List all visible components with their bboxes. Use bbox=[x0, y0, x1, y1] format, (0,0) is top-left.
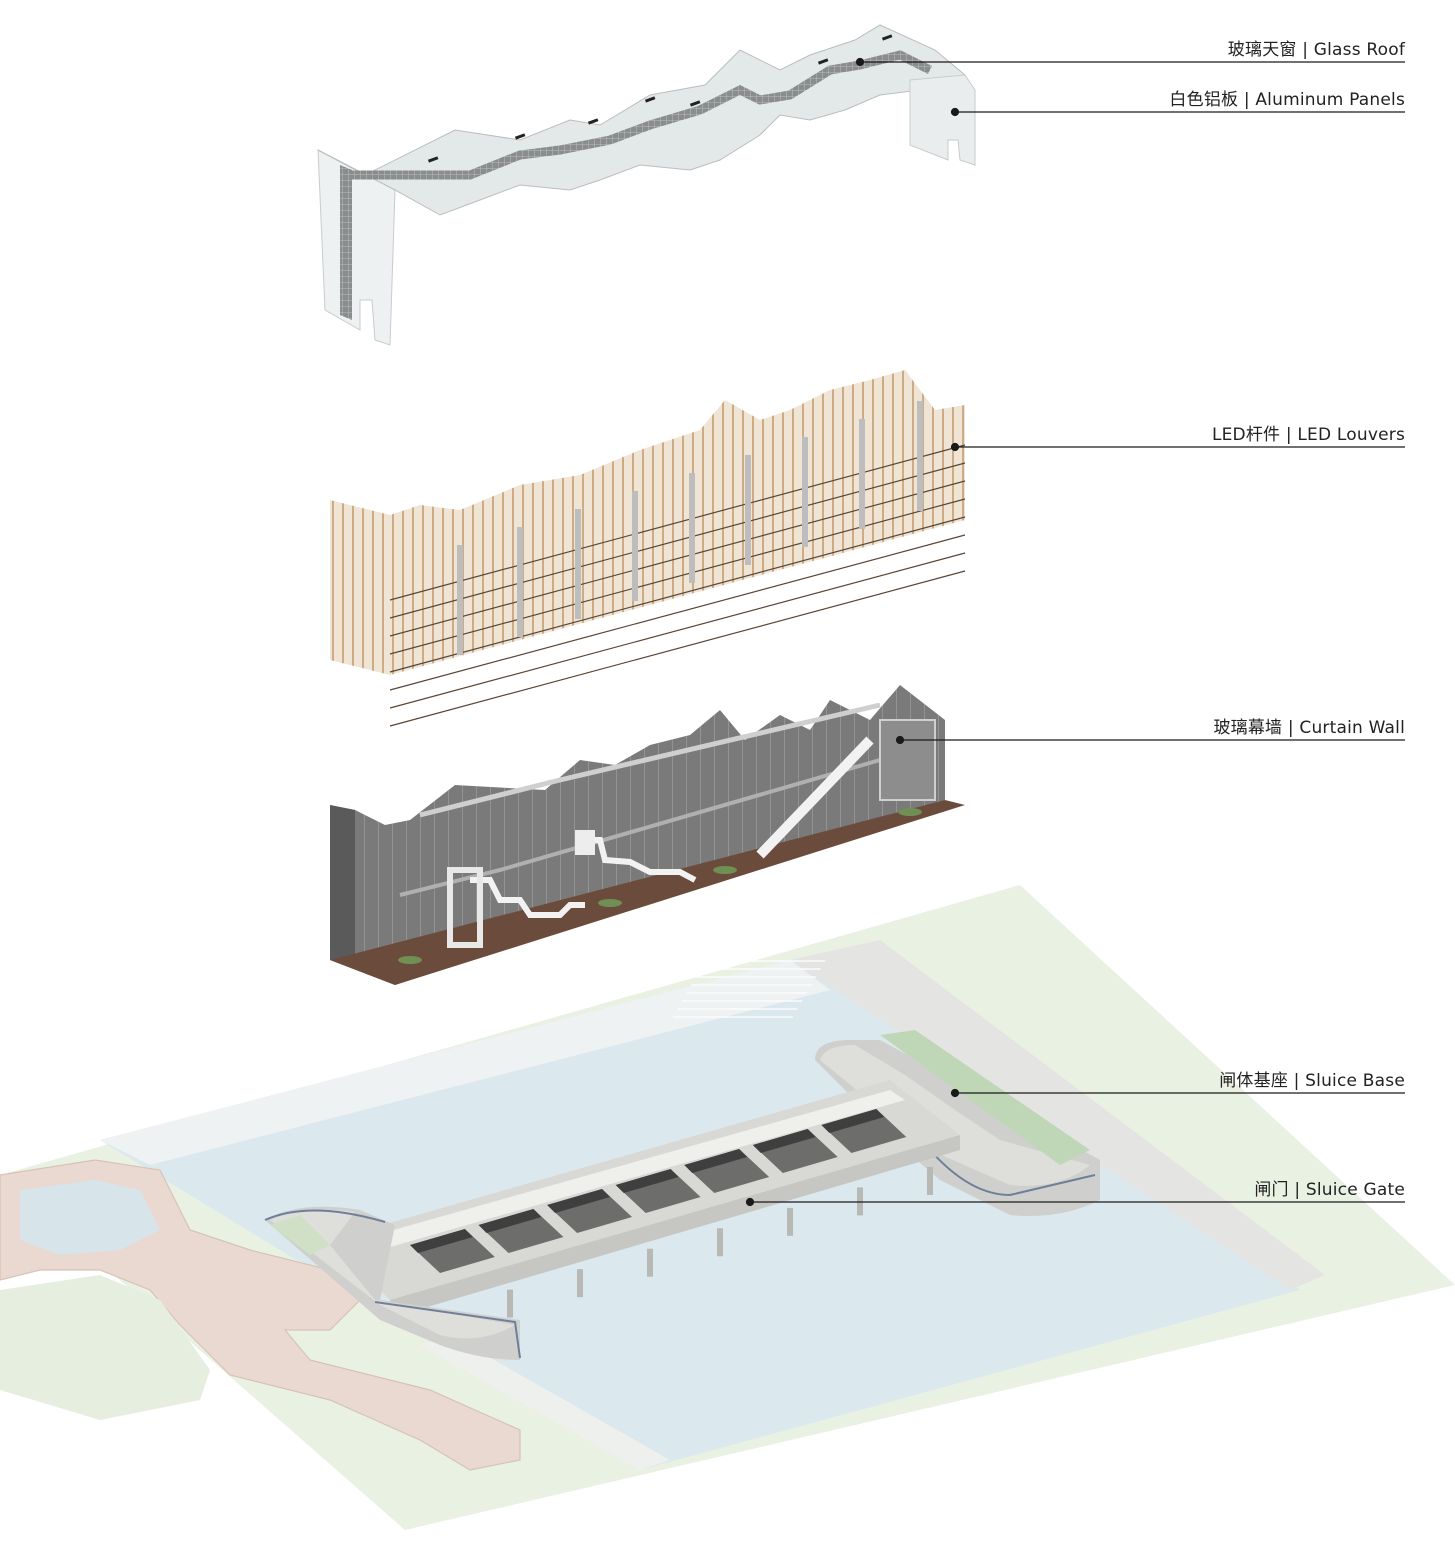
curtain-wall-base bbox=[330, 800, 965, 985]
left-lagoon bbox=[20, 1180, 160, 1255]
curtain-wall-layer bbox=[330, 685, 965, 985]
mezzanine-slab bbox=[399, 758, 881, 897]
louver-post bbox=[802, 437, 808, 547]
leader-lines bbox=[745, 57, 1405, 1207]
gate-cells bbox=[410, 1109, 907, 1273]
louver-post bbox=[689, 473, 695, 583]
curtain-wall-body bbox=[330, 685, 945, 985]
bank-hatch bbox=[671, 960, 826, 1020]
left-abutment-top bbox=[270, 1209, 515, 1339]
louver-rails bbox=[389, 444, 966, 727]
label-curtain-wall: 玻璃幕墙 | Curtain Wall bbox=[1213, 718, 1405, 738]
right-core bbox=[879, 719, 936, 801]
louver-post bbox=[745, 455, 751, 565]
stair-middle bbox=[580, 837, 697, 883]
left-green-edge bbox=[0, 1275, 210, 1420]
gate-pier bbox=[577, 1269, 583, 1298]
front-beam bbox=[390, 1135, 960, 1318]
leader-sluice-gate bbox=[745, 1197, 1405, 1207]
gate-cell-edge bbox=[547, 1189, 610, 1213]
louver-post bbox=[575, 509, 581, 619]
river-bank-upper bbox=[100, 960, 830, 1165]
leader-glass-roof bbox=[855, 57, 1405, 67]
stair-core bbox=[575, 830, 595, 855]
aluminum-end-wall-left-shade bbox=[340, 165, 352, 320]
roof-layer bbox=[317, 24, 976, 346]
gate-cell-edge bbox=[821, 1109, 885, 1133]
louver-rail bbox=[389, 444, 966, 601]
planter-4 bbox=[898, 808, 922, 816]
aluminum-end-wall-left bbox=[317, 149, 396, 346]
gate-cell-edge bbox=[615, 1169, 679, 1193]
glass-roof-strip bbox=[350, 50, 933, 180]
louver-rail bbox=[389, 516, 966, 673]
planter-2 bbox=[598, 899, 622, 907]
aluminum-roof-panels bbox=[317, 24, 966, 216]
louver-post bbox=[917, 401, 923, 511]
bridge-deck-walkway bbox=[340, 1090, 905, 1257]
label-glass-roof: 玻璃天窗 | Glass Roof bbox=[1227, 40, 1405, 60]
label-led-louvers: LED杆件 | LED Louvers bbox=[1211, 425, 1405, 445]
louver-rail bbox=[389, 462, 966, 619]
right-abutment-rim bbox=[929, 1149, 1096, 1197]
upper-slab bbox=[419, 702, 881, 818]
louver-post bbox=[517, 527, 523, 637]
leader-curtain-wall bbox=[895, 735, 1405, 745]
right-abutment-top bbox=[820, 1045, 1090, 1186]
louver-post bbox=[859, 419, 865, 529]
louver-rail bbox=[389, 480, 966, 637]
curtain-wall-shadow bbox=[330, 805, 355, 960]
gate-cell-edge bbox=[684, 1149, 748, 1173]
louver-rail bbox=[389, 552, 966, 709]
gate-pier bbox=[717, 1228, 723, 1257]
entry-frame bbox=[447, 867, 483, 948]
gate-cell-edge bbox=[478, 1209, 542, 1233]
gate-pier bbox=[647, 1248, 653, 1277]
gate-pier bbox=[507, 1289, 513, 1318]
louver-posts bbox=[457, 401, 923, 655]
gate-cell-edge bbox=[410, 1229, 473, 1253]
right-abutment-green bbox=[880, 1030, 1090, 1165]
planter-3 bbox=[713, 866, 737, 874]
roof-slits bbox=[427, 34, 893, 163]
louver-rail bbox=[389, 534, 966, 691]
leader-aluminum-panels bbox=[950, 107, 1405, 117]
planter-1 bbox=[398, 956, 422, 964]
stair-right bbox=[756, 736, 874, 859]
gate-pier bbox=[927, 1167, 933, 1195]
label-sluice-gate: 闸门 | Sluice Gate bbox=[1254, 1180, 1405, 1200]
leader-led-louvers bbox=[950, 442, 1405, 452]
left-abutment-rim bbox=[264, 1209, 521, 1359]
leader-sluice-base bbox=[950, 1088, 1405, 1098]
louver-rail bbox=[389, 570, 966, 727]
stair-left bbox=[470, 877, 585, 918]
gate-pier bbox=[787, 1207, 793, 1236]
label-aluminum-panels: 白色铝板 | Aluminum Panels bbox=[1169, 90, 1405, 110]
louver-field bbox=[330, 370, 965, 675]
river-bank-lower bbox=[420, 1335, 670, 1470]
gate-cell-edge bbox=[752, 1129, 816, 1153]
label-sluice-base: 闸体基座 | Sluice Base bbox=[1219, 1071, 1405, 1091]
led-louvers-layer bbox=[330, 370, 966, 727]
louver-rail bbox=[389, 498, 966, 655]
louver-post bbox=[632, 491, 638, 601]
sluice-structure bbox=[264, 1030, 1100, 1360]
aluminum-end-wall-right bbox=[909, 74, 976, 166]
left-abutment-green bbox=[270, 1215, 330, 1255]
louver-post bbox=[457, 545, 463, 655]
